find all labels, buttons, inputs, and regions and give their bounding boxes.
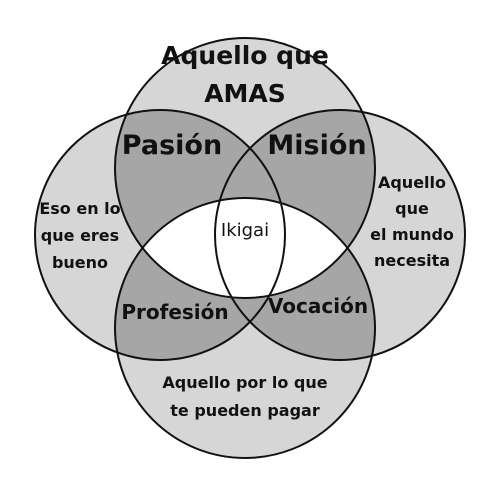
- label-left-line-1: Eso en lo: [39, 199, 120, 218]
- label-top-line-1: Aquello que: [161, 41, 329, 70]
- label-left-line-2: que eres: [41, 226, 119, 245]
- center-region: [115, 198, 375, 298]
- label-profesion: Profesión: [121, 300, 228, 324]
- circle-left-outline: [34, 109, 286, 361]
- circle-bottom-outline: [114, 197, 376, 459]
- label-top-line-2: AMAS: [204, 79, 286, 108]
- label-bottom-line-2: te pueden pagar: [170, 401, 320, 420]
- label-right-line-3: el mundo: [370, 225, 454, 244]
- label-left-line-3: bueno: [52, 253, 108, 272]
- center-fill: [115, 198, 375, 298]
- circle-right-outline: [214, 109, 466, 361]
- label-right-line-2: que: [395, 199, 429, 218]
- circle-outlines: [34, 37, 466, 459]
- circle-top-outline: [114, 37, 376, 299]
- label-bottom-line-1: Aquello por lo que: [162, 373, 327, 392]
- label-mision: Misión: [267, 130, 366, 161]
- label-pasion: Pasión: [122, 130, 222, 161]
- label-ikigai: Ikigai: [221, 220, 269, 241]
- label-right-line-1: Aquello: [378, 173, 446, 192]
- label-vocacion: Vocación: [268, 294, 368, 318]
- label-right-line-4: necesita: [374, 251, 450, 270]
